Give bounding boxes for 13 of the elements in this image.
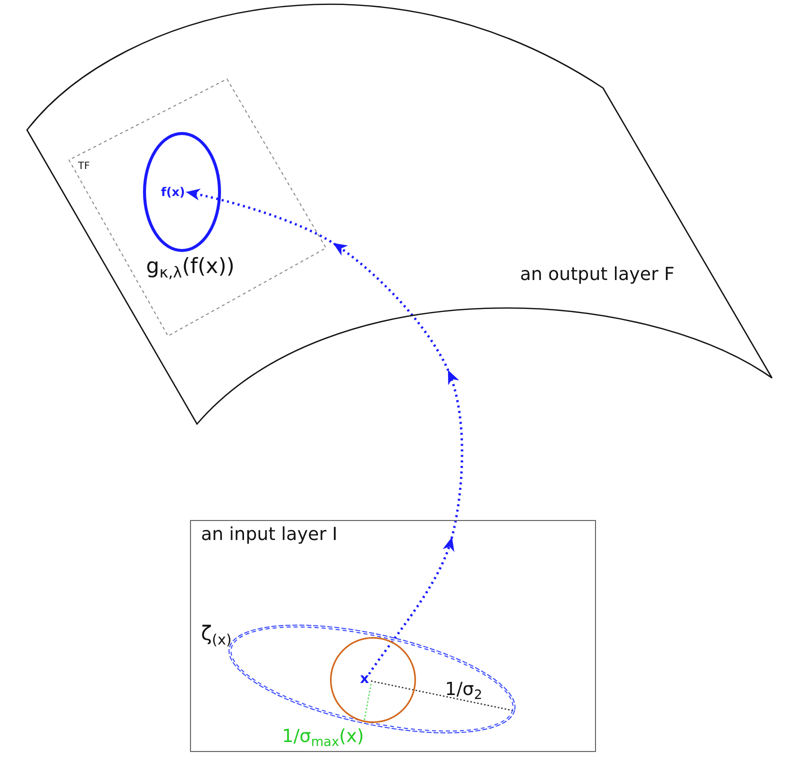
dimension-label: 1/σ$_{max}$(x)	[282, 728, 364, 746]
frame-label: TF	[78, 162, 90, 172]
input-layer-panel	[190, 520, 596, 752]
layer-label: an output layer F	[520, 266, 674, 284]
math-label: g$_{κ,λ}$(f(x))	[146, 256, 235, 277]
output-layer-surface	[27, 4, 772, 424]
dotted-arrow	[186, 188, 464, 675]
circle-outline	[330, 637, 416, 723]
point-label: x	[360, 672, 370, 686]
dimension-label: 1/σ$_{2}$	[445, 681, 482, 699]
layer-label: an input layer I	[201, 526, 338, 544]
tangent-frame	[68, 78, 327, 337]
point-label: f(x)	[161, 186, 185, 198]
